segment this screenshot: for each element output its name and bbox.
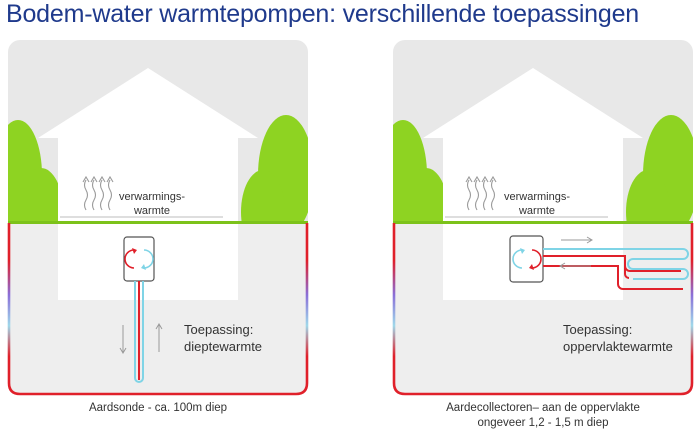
ground-collector-pipe-hot <box>543 255 683 290</box>
heat-pump-unit <box>509 235 544 283</box>
heating-label: verwarmings- warmte <box>92 190 212 218</box>
ground-collector-panel: verwarmings- warmte Toepassing: oppervla… <box>392 40 694 396</box>
heating-label-line2: warmte <box>518 205 556 217</box>
heating-label-line1: verwarmings- <box>118 191 185 203</box>
house-roof <box>423 68 643 138</box>
heating-label-line2: warmte <box>133 205 171 217</box>
ground-border <box>7 223 309 396</box>
caption-line2: ongeveer 1,2 - 1,5 m diep <box>477 417 609 429</box>
grass-line <box>8 221 308 224</box>
page-title: Bodem-water warmtepompen: verschillende … <box>6 0 639 28</box>
ground-probe-pipe <box>134 281 144 383</box>
application-label-line2: dieptewarmte <box>184 339 263 354</box>
flow-arrows-icon <box>119 323 163 354</box>
application-label: Toepassing: oppervlaktewarmte <box>563 321 673 355</box>
application-label-line2: oppervlaktewarmte <box>563 339 673 354</box>
flow-arrows-icon <box>559 236 593 270</box>
caption-line1: Aardecollectoren– aan de oppervlakte <box>446 402 640 414</box>
heating-label-line1: verwarmings- <box>503 191 570 203</box>
heating-label: verwarmings- warmte <box>477 190 597 218</box>
ground-probe-panel: verwarmings- warmte Toepassing: dieptewa… <box>7 40 309 396</box>
ground-probe-illustration <box>7 40 309 396</box>
application-label-line1: Toepassing: <box>184 322 254 337</box>
house-roof <box>38 68 258 138</box>
ground-border <box>392 223 694 396</box>
ground-probe-caption: Aardsonde - ca. 100m diep <box>8 401 308 416</box>
refrigerant-cycle-icon <box>512 248 542 270</box>
ground-collector-caption: Aardecollectoren– aan de oppervlakte ong… <box>393 401 693 431</box>
grass-line <box>393 221 693 224</box>
heat-waves-icon <box>82 175 114 211</box>
refrigerant-cycle-icon <box>124 248 154 270</box>
application-label: Toepassing: dieptewarmte <box>184 321 262 355</box>
application-label-line1: Toepassing: <box>563 322 633 337</box>
ground-collector-illustration <box>392 40 694 396</box>
heat-pump-unit <box>123 236 155 282</box>
ground-collector-pipe-cold <box>543 248 689 280</box>
heat-waves-icon <box>465 175 497 211</box>
caption-line1: Aardsonde - ca. 100m diep <box>88 402 228 414</box>
